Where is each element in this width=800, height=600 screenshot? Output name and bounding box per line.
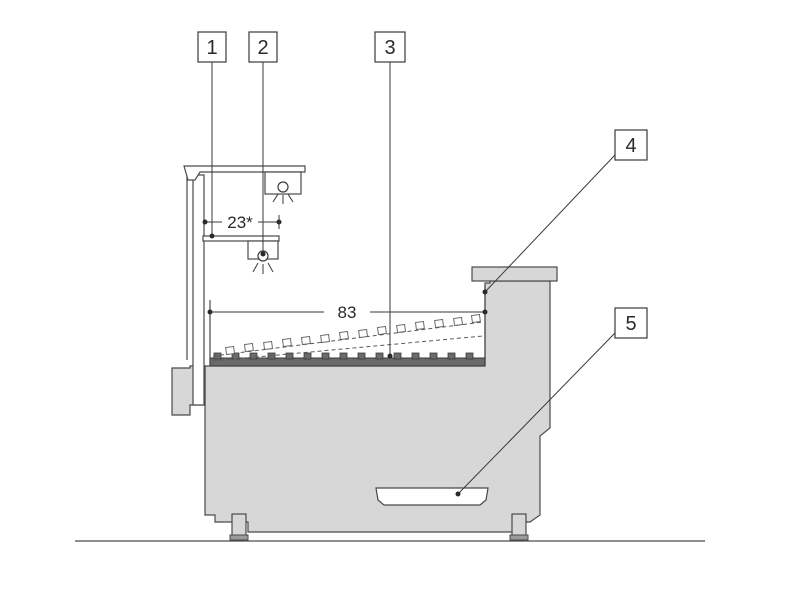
- tilted-grid-dashed: [212, 321, 484, 362]
- callout-label-5: 5: [625, 313, 636, 335]
- callout-point-5: [455, 491, 461, 497]
- callout-label-4: 4: [625, 135, 636, 157]
- callout-leader-5: [457, 332, 616, 495]
- callout-box-3: [374, 31, 406, 63]
- callout-box-5: [614, 307, 648, 339]
- shelf-depth-dimension: [202, 215, 282, 229]
- front-foot: [231, 513, 247, 537]
- counter-body: [204, 280, 551, 533]
- callout-point-3: [387, 353, 393, 359]
- rear-foot: [511, 513, 527, 537]
- callout-point-2: [260, 251, 266, 257]
- shelf-depth-label: 23*: [227, 213, 253, 232]
- interior-depth-label: 83: [338, 303, 357, 322]
- callout-point-1: [209, 233, 215, 239]
- callout-box-2: [248, 31, 278, 63]
- callout-label-2: 2: [257, 37, 268, 59]
- rear-wall-cap: [471, 266, 558, 282]
- tilted-grid-ribs: [225, 314, 481, 355]
- top-canopy: [183, 165, 306, 181]
- interior-depth-dimension: [207, 309, 488, 315]
- rear-foot-base: [509, 534, 529, 541]
- callout-box-1: [197, 31, 227, 63]
- callout-label-1: 1: [206, 37, 217, 59]
- upper-light-icon: [272, 181, 294, 204]
- drain-tray: [375, 487, 489, 506]
- callout-label-3: 3: [384, 37, 395, 59]
- cooling-grid-ribs: [213, 352, 474, 360]
- front-glass-post: [192, 174, 205, 406]
- callout-box-4: [614, 129, 648, 161]
- callout-point-4: [482, 289, 488, 295]
- glass-shelf: [202, 235, 280, 242]
- front-foot-base: [229, 534, 249, 541]
- callout-leader-4: [484, 154, 616, 293]
- cooling-grid: [209, 357, 486, 367]
